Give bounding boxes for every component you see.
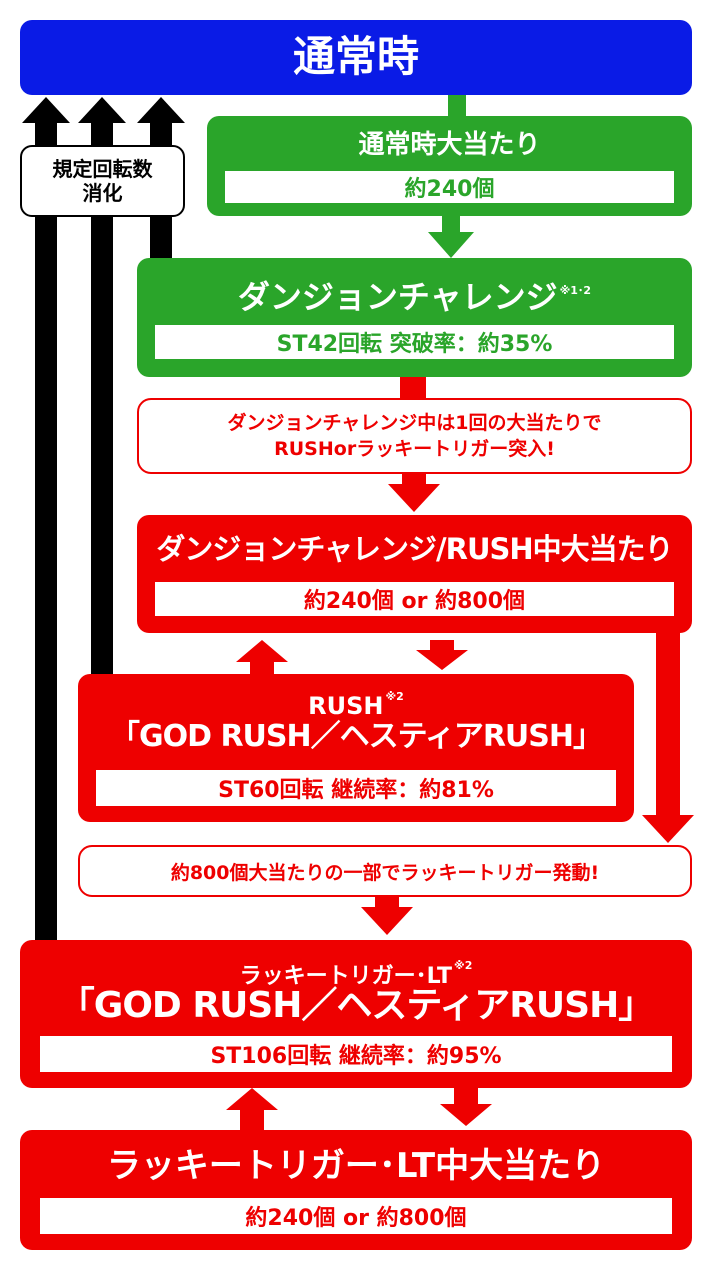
flow-arrow-lucky-to-lt: [361, 907, 413, 935]
rush-note-mark: ※2: [385, 690, 404, 703]
flow-arrow-note-to-hit: [388, 484, 440, 512]
flow-arrow-hit-to-dungeon: [428, 232, 474, 258]
flow-arrow-hit-to-rush: [416, 640, 468, 670]
rush-title-text: RUSH: [308, 692, 384, 720]
dungeon-challenge-note-mark: ※1･2: [559, 284, 592, 297]
lucky-trigger-lt-spec: ST106回転 継続率：約95%: [40, 1036, 672, 1072]
flow-line-note-to-hit: [402, 472, 426, 486]
flow-line-normal-to-hit: [448, 92, 466, 122]
dungeon-challenge-title: ダンジョンチャレンジ※1･2: [137, 272, 692, 316]
dungeon-note-line1: ダンジョンチャレンジ中は1回の大当たりで: [227, 412, 602, 434]
dungeon-rush-hit-payout: 約240個 or 約800個: [155, 582, 674, 616]
return-arrow-1: [22, 97, 70, 123]
normal-state-title: 通常時: [292, 32, 419, 81]
lucky-trigger-lt-note-mark: ※2: [454, 959, 473, 972]
dungeon-challenge-title-text: ダンジョンチャレンジ: [237, 278, 558, 316]
lucky-trigger-note-text: 約800個大当たりの一部でラッキートリガー発動!: [170, 861, 600, 884]
return-arrow-3: [137, 97, 185, 123]
normal-hit-payout: 約240個: [225, 171, 674, 203]
dungeon-rush-hit-box: ダンジョンチャレンジ/RUSH中大当たり 約240個 or 約800個: [137, 515, 692, 633]
flow-arrow-lt-to-lthit: [440, 1088, 492, 1126]
return-line-1: [35, 120, 57, 950]
normal-hit-title: 通常時大当たり: [358, 130, 541, 160]
side-label-line1: 規定回転数: [52, 157, 153, 181]
side-label: 規定回転数 消化: [20, 145, 185, 217]
lucky-trigger-lt-title-text: ラッキートリガー･LT: [239, 964, 453, 989]
flow-arrow-hit-to-lucky: [642, 815, 694, 843]
rush-subtitle: 「GOD RUSH／ヘスティアRUSH」: [109, 719, 603, 754]
normal-hit-box: 通常時大当たり 約240個: [207, 116, 692, 216]
return-arrow-2: [78, 97, 126, 123]
dungeon-note-line2: RUSHorラッキートリガー突入!: [274, 438, 555, 460]
flow-arrow-rush-to-hit: [236, 640, 288, 676]
flow-line-lucky-to-lt: [375, 895, 399, 909]
side-label-line2: 消化: [82, 181, 123, 205]
rush-spec: ST60回転 継続率：約81%: [96, 770, 616, 806]
return-line-2: [91, 120, 113, 690]
lucky-trigger-lt-box: ラッキートリガー･LT※2 「GOD RUSH／ヘスティアRUSH」 ST106…: [20, 940, 692, 1088]
lt-hit-title: ラッキートリガー･LT中大当たり: [106, 1146, 606, 1186]
lucky-trigger-lt-title: ラッキートリガー･LT※2: [20, 952, 692, 991]
lucky-trigger-lt-subtitle: 「GOD RUSH／ヘスティアRUSH」: [58, 985, 654, 1026]
dungeon-rush-hit-title: ダンジョンチャレンジ/RUSH中大当たり: [156, 532, 673, 566]
lt-hit-payout: 約240個 or 約800個: [40, 1198, 672, 1234]
flow-line-hit-to-dungeon: [442, 214, 460, 234]
lucky-trigger-note: 約800個大当たりの一部でラッキートリガー発動!: [78, 845, 692, 897]
dungeon-challenge-box: ダンジョンチャレンジ※1･2 ST42回転 突破率：約35%: [137, 258, 692, 377]
dungeon-challenge-spec: ST42回転 突破率：約35%: [155, 325, 674, 359]
rush-title: RUSH※2: [78, 682, 634, 721]
rush-box: RUSH※2 「GOD RUSH／ヘスティアRUSH」 ST60回転 継続率：約…: [78, 674, 634, 822]
normal-state-box: 通常時: [20, 20, 692, 95]
flow-line-hit-to-lucky: [656, 625, 680, 820]
flow-arrow-lthit-to-lt: [226, 1088, 278, 1130]
lt-hit-box: ラッキートリガー･LT中大当たり 約240個 or 約800個: [20, 1130, 692, 1250]
dungeon-note: ダンジョンチャレンジ中は1回の大当たりで RUSHorラッキートリガー突入!: [137, 398, 692, 474]
